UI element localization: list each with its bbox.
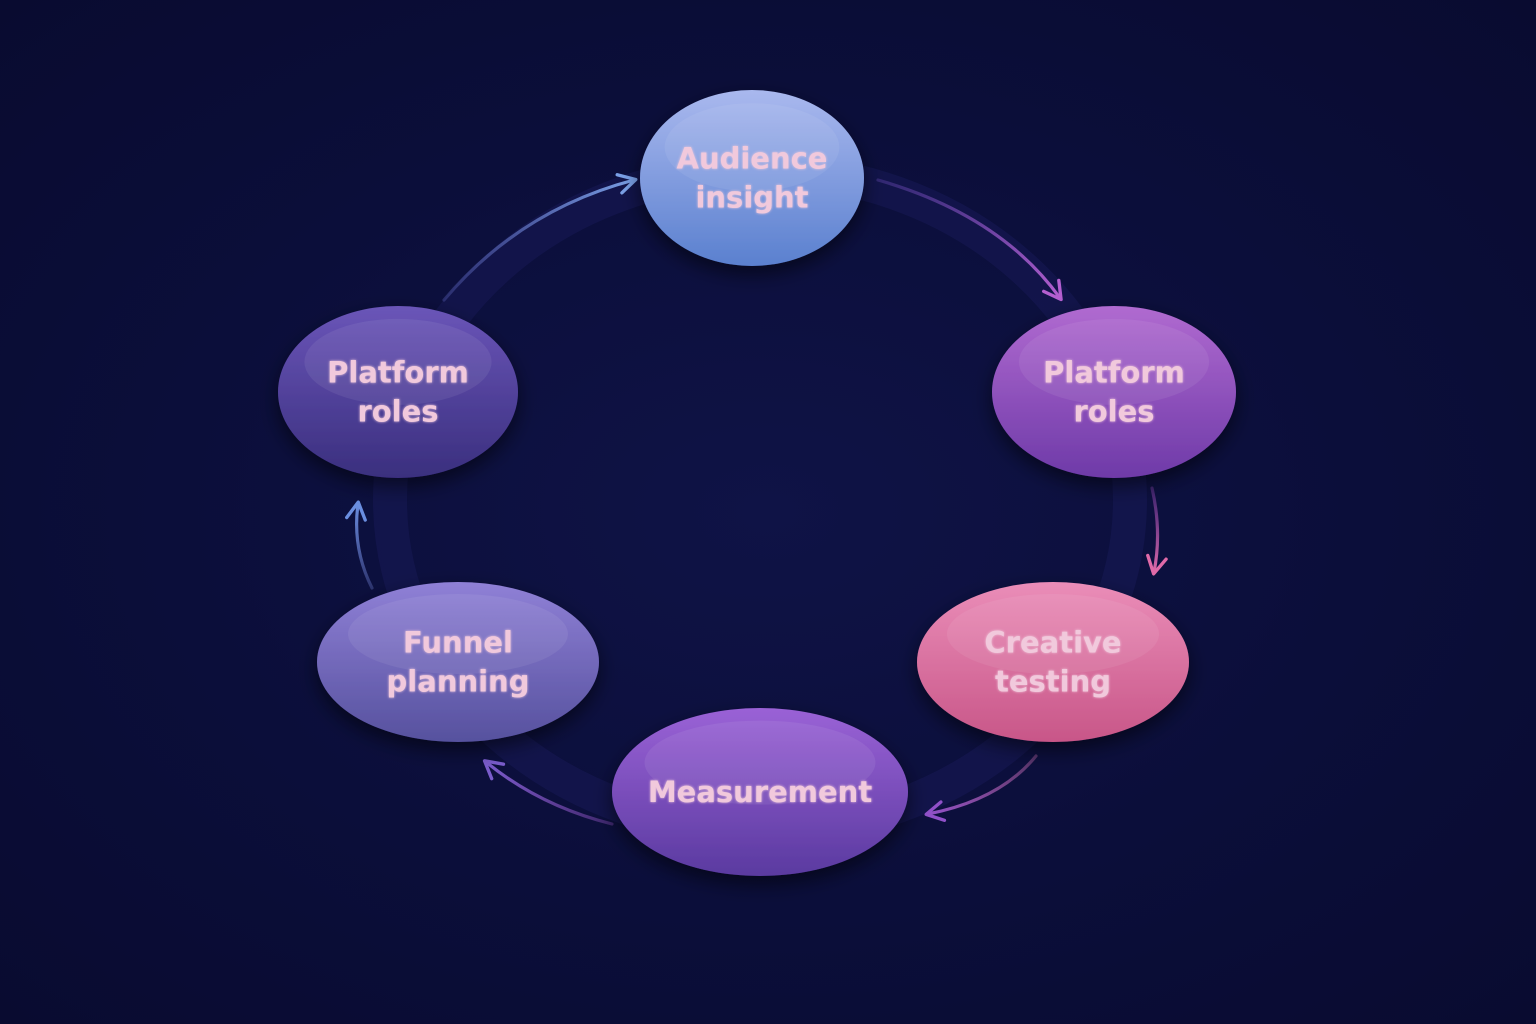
node-funnel-planning-label-line-1: Funnel <box>403 626 513 660</box>
node-audience-insight-label-line-1: Audience <box>677 142 828 176</box>
node-platform-roles-right-highlight <box>1018 318 1210 405</box>
node-platform-roles-right[interactable]: Platform roles <box>992 306 1236 478</box>
flow-arrow-audience-insight-to-platform-roles-right <box>876 178 1063 302</box>
node-creative-testing-shape <box>917 582 1189 742</box>
flow-arrow-creative-testing-to-measurement <box>924 754 1038 822</box>
node-audience-insight-highlight <box>664 103 840 192</box>
node-funnel-planning-shape <box>317 582 599 742</box>
node-creative-testing-highlight <box>946 594 1160 674</box>
node-platform-roles-left-label-line-2: roles <box>357 395 438 429</box>
flow-arrow-measurement-to-funnel-planning <box>482 759 614 826</box>
node-audience-insight-shape <box>640 90 864 266</box>
node-creative-testing[interactable]: Creative testing <box>917 582 1189 742</box>
node-audience-insight[interactable]: Audience insight <box>640 90 864 266</box>
node-audience-insight-label-line-2: insight <box>695 181 808 215</box>
node-measurement[interactable]: Measurement <box>612 708 908 876</box>
flow-arrow-funnel-planning-to-platform-roles-left <box>345 500 374 590</box>
node-platform-roles-left-label-line-1: Platform <box>327 356 469 390</box>
node-funnel-planning-highlight <box>348 594 568 674</box>
node-platform-roles-right-shape <box>992 306 1236 478</box>
node-platform-roles-right-label-line-1: Platform <box>1043 356 1185 390</box>
node-platform-roles-left-highlight <box>304 318 492 405</box>
node-measurement-label-line-1: Measurement <box>648 775 873 809</box>
node-creative-testing-label-line-2: testing <box>995 665 1111 699</box>
node-measurement-highlight <box>644 720 876 805</box>
node-funnel-planning[interactable]: Funnel planning <box>317 582 599 742</box>
node-platform-roles-left-shape <box>278 306 518 478</box>
node-funnel-planning-label-line-2: planning <box>387 665 530 699</box>
flow-arrow-platform-roles-left-to-audience-insight <box>442 173 638 302</box>
flow-arrow-platform-roles-right-to-creative-testing <box>1146 486 1168 576</box>
node-platform-roles-right-label-line-2: roles <box>1073 395 1154 429</box>
flow-arrows <box>345 173 1168 826</box>
node-platform-roles-left[interactable]: Platform roles <box>278 306 518 478</box>
node-creative-testing-label-line-1: Creative <box>984 626 1121 660</box>
node-measurement-shape <box>612 708 908 876</box>
